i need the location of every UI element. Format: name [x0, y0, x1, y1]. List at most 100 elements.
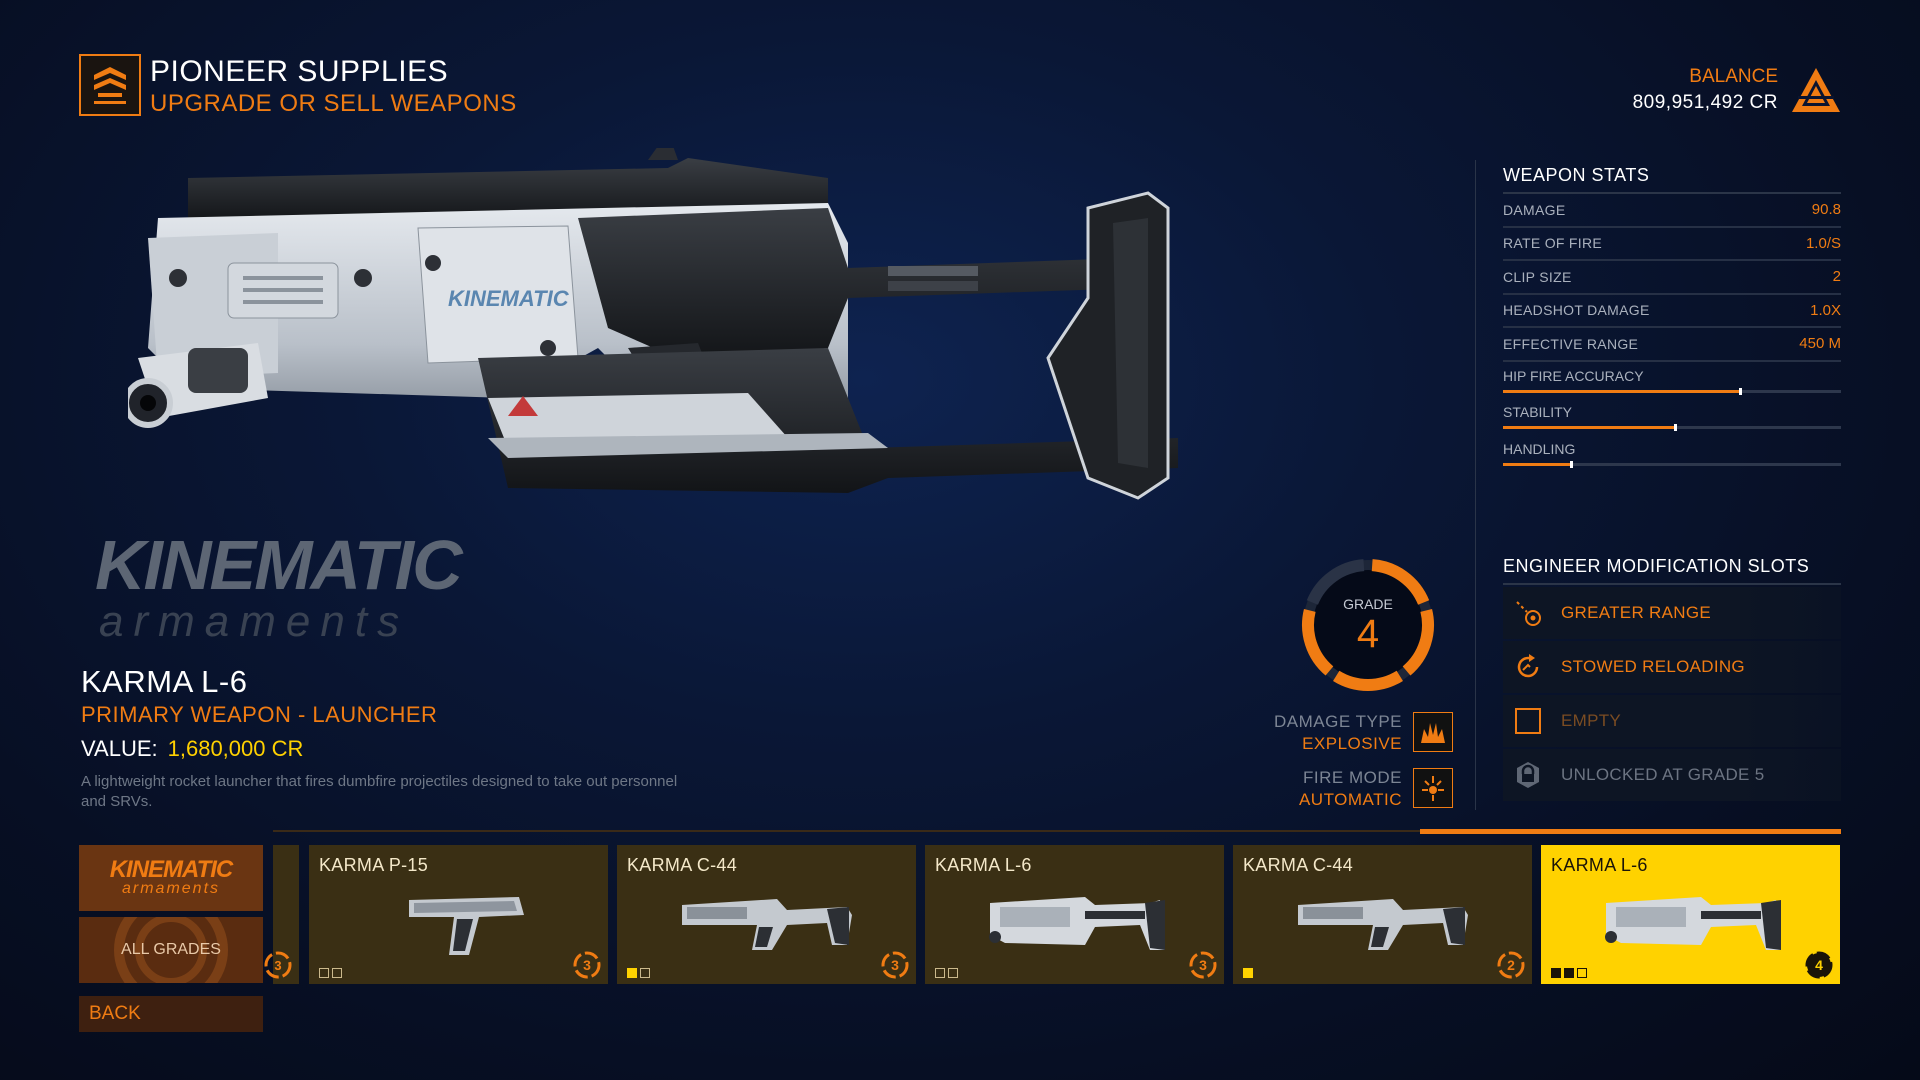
stat-bar-fill: [1503, 462, 1571, 466]
brand-watermark: KINEMATIC armaments: [95, 530, 475, 650]
mod-pips: [1551, 968, 1587, 978]
fire-mode-label: FIRE MODE: [1303, 768, 1402, 787]
mod-slot-empty[interactable]: EMPTY: [1503, 695, 1841, 747]
mod-slot-label: EMPTY: [1561, 711, 1622, 730]
stat-value: 450 M: [1799, 335, 1841, 353]
stat-bar-marker: [1738, 387, 1742, 395]
stat-bar-handling: HANDLING: [1503, 435, 1841, 472]
mod-slot-label: UNLOCKED AT GRADE 5: [1561, 765, 1765, 784]
brand-filter-button[interactable]: KINEMATIC armaments: [79, 845, 263, 911]
stat-row: EFFECTIVE RANGE 450 M: [1503, 328, 1841, 362]
stat-bar-label: STABILITY: [1503, 404, 1572, 420]
fire-mode: FIRE MODE AUTOMATIC: [1299, 768, 1402, 810]
brand-filter-sub: armaments: [121, 880, 221, 897]
stat-value: 1.0X: [1810, 301, 1841, 319]
stat-bar-fill: [1503, 389, 1740, 393]
stat-name: RATE OF FIRE: [1503, 235, 1603, 252]
mod-slot-label: GREATER RANGE: [1561, 603, 1711, 622]
grade-badge-value: 3: [891, 957, 899, 973]
carousel-track: [273, 830, 1841, 832]
mod-slot-stowed-reloading[interactable]: STOWED RELOADING: [1503, 641, 1841, 693]
vendor-title: PIONEER SUPPLIES: [150, 55, 449, 88]
carousel-card-name: KARMA P-15: [319, 855, 429, 875]
brand-watermark-name: KINEMATIC: [95, 526, 463, 604]
grade-badge-icon: 4: [1804, 950, 1834, 980]
grade-badge-icon: 2: [1496, 950, 1526, 980]
stat-name: CLIP SIZE: [1503, 268, 1572, 285]
item-value-label: VALUE:: [81, 736, 158, 761]
damage-type-label: DAMAGE TYPE: [1274, 712, 1402, 731]
balance-label: BALANCE: [1689, 66, 1778, 87]
smg-weapon-icon: [1293, 885, 1483, 965]
carousel-card-name: KARMA C-44: [1243, 855, 1354, 875]
mod-pip-filled: [627, 968, 637, 978]
pistol-weapon-icon: [369, 885, 559, 965]
weapon-stats-title: WEAPON STATS: [1503, 165, 1841, 194]
grade-badge-value: 3: [1199, 957, 1207, 973]
mod-pip-filled: [1243, 968, 1253, 978]
carousel-card-partial[interactable]: 3: [264, 845, 299, 984]
back-button[interactable]: BACK: [79, 996, 263, 1032]
smg-weapon-icon: [677, 885, 867, 965]
stat-bar-fill: [1503, 426, 1676, 429]
item-name: KARMA L-6: [81, 664, 248, 699]
stat-row: CLIP SIZE 2: [1503, 261, 1841, 295]
lock-icon: [1511, 758, 1545, 792]
mod-slot-label: STOWED RELOADING: [1561, 657, 1745, 676]
grade-segment: [1302, 609, 1334, 676]
all-grades-label: ALL GRADES: [121, 941, 221, 958]
engineer-mods-panel: ENGINEER MODIFICATION SLOTS GREATER RANG…: [1503, 556, 1841, 801]
grade-badge-value: 4: [1815, 957, 1823, 973]
stat-bar-stability: STABILITY: [1503, 398, 1841, 435]
vendor-logo: [79, 54, 141, 116]
mod-pip-filled: [1564, 968, 1574, 978]
grade-badge-value: 2: [1507, 957, 1515, 973]
damage-type-value: EXPLOSIVE: [1302, 734, 1402, 753]
balance-value: 809,951,492 CR: [1632, 92, 1778, 113]
stat-bar-track: [1503, 424, 1841, 431]
carousel-card[interactable]: KARMA C-44 2: [1233, 845, 1532, 984]
brand-watermark-sub: armaments: [99, 597, 410, 646]
grade-badge-value: 3: [583, 957, 591, 973]
pioneer-supplies-icon: [94, 67, 126, 104]
stat-value: 2: [1832, 268, 1841, 286]
stat-bar-marker: [1674, 424, 1678, 431]
grade-badge-icon: 3: [572, 950, 602, 980]
stat-name: EFFECTIVE RANGE: [1503, 335, 1639, 352]
mod-pip-empty: [1577, 968, 1587, 978]
range-icon: [1511, 596, 1545, 630]
reload-icon: [1511, 650, 1545, 684]
grade-segment: [1402, 609, 1434, 676]
empty-slot-icon: [1511, 704, 1545, 738]
stat-bar-hip-fire-accuracy: HIP FIRE ACCURACY: [1503, 362, 1841, 399]
carousel-scrollbar[interactable]: [1420, 829, 1841, 834]
mod-pip-filled: [1551, 968, 1561, 978]
stat-row: RATE OF FIRE 1.0/S: [1503, 228, 1841, 261]
stat-value: 1.0/S: [1805, 234, 1841, 252]
stat-value: 90.8: [1811, 201, 1841, 219]
all-grades-button[interactable]: ALL GRADES: [79, 917, 263, 983]
grade-segment: [1371, 559, 1430, 605]
brand-filter-name: KINEMATIC: [109, 856, 234, 883]
mod-pip-empty: [948, 968, 958, 978]
back-label: BACK: [89, 1003, 141, 1024]
stat-bar-label: HIP FIRE ACCURACY: [1503, 367, 1644, 384]
item-description: A lightweight rocket launcher that fires…: [81, 773, 678, 810]
stat-row: HEADSHOT DAMAGE 1.0X: [1503, 295, 1841, 328]
engineer-mods-title: ENGINEER MODIFICATION SLOTS: [1503, 556, 1841, 585]
mod-pip-empty: [332, 968, 342, 978]
stat-name: HEADSHOT DAMAGE: [1503, 302, 1650, 319]
launcher-weapon-icon: [1601, 885, 1791, 965]
damage-type: DAMAGE TYPE EXPLOSIVE: [1274, 712, 1402, 754]
grade-badge-value: 3: [274, 958, 281, 973]
stat-bar-label: HANDLING: [1503, 440, 1576, 457]
stat-bar-track: [1503, 460, 1841, 468]
carousel-card[interactable]: KARMA P-15 3: [309, 845, 608, 984]
grade-ring-decoration-icon: [114, 917, 228, 983]
mod-slot-greater-range[interactable]: GREATER RANGE: [1503, 587, 1841, 639]
